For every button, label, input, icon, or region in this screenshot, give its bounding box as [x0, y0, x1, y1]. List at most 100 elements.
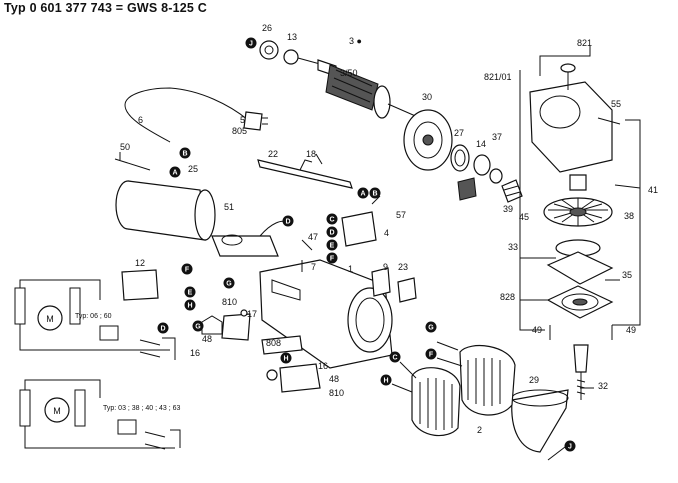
marker-J-top: J — [245, 37, 257, 49]
svg-text:F: F — [185, 267, 190, 274]
brush-holder-4 — [341, 211, 377, 247]
armature — [259, 40, 421, 119]
connection-markers: J A B B A D C D E F F G E H D G H G F C … — [157, 37, 576, 452]
bearing-plate-30 — [403, 109, 453, 171]
label-29: 29 — [529, 375, 539, 385]
label-18: 18 — [306, 149, 316, 159]
svg-text:F: F — [330, 256, 335, 263]
label-2: 2 — [477, 425, 482, 435]
label-55: 55 — [611, 99, 621, 109]
label-828: 828 — [500, 292, 515, 302]
marker-E-mid: E — [326, 239, 338, 251]
svg-text:A: A — [360, 191, 365, 198]
label-47: 47 — [308, 232, 318, 242]
svg-text:D: D — [160, 326, 165, 333]
label-808: 808 — [266, 338, 281, 348]
rings-27-14 — [450, 144, 503, 201]
marker-A-left: A — [169, 166, 181, 178]
bevel-gear-38 — [543, 197, 613, 227]
pinion-39 — [501, 179, 523, 203]
label-6: 6 — [138, 115, 143, 125]
wiring-schematic-2: M Typ: 03 ; 38 ; 40 ; 43 ; 63 — [19, 379, 181, 450]
marker-H-bottom: H — [280, 352, 292, 364]
switch-51 — [211, 220, 287, 257]
label-3: 3 ● — [349, 36, 362, 46]
marker-A-mid: A — [357, 187, 369, 199]
wiring-schematic-1: M Typ: 06 ; 60 — [14, 279, 176, 360]
svg-text:G: G — [195, 324, 201, 331]
small-parts — [119, 152, 381, 393]
bearing-flange-828 — [546, 239, 614, 340]
svg-text:D: D — [285, 219, 290, 226]
marker-B-left: B — [179, 147, 191, 159]
label-48-left: 48 — [202, 334, 212, 344]
marker-G-left: G — [223, 277, 235, 289]
marker-G-bottom: G — [192, 320, 204, 332]
label-50: 50 — [120, 142, 130, 152]
label-16-left: 16 — [190, 348, 200, 358]
marker-F-right: F — [425, 348, 437, 360]
field-coil-2 — [411, 344, 516, 437]
svg-text:E: E — [330, 243, 335, 250]
svg-text:B: B — [182, 151, 187, 158]
label-49-right: 49 — [626, 325, 636, 335]
label-4: 4 — [384, 228, 389, 238]
label-35: 35 — [622, 270, 632, 280]
label-805: 805 — [232, 126, 247, 136]
label-3-50: 3/50 — [340, 68, 358, 78]
label-821: 821 — [577, 38, 592, 48]
label-48-right: 48 — [329, 374, 339, 384]
label-45: 45 — [519, 212, 529, 222]
svg-text:J: J — [568, 444, 572, 451]
label-5: 5 — [240, 115, 245, 125]
label-49-left: 49 — [532, 325, 542, 335]
label-26: 26 — [262, 23, 272, 33]
svg-text:G: G — [428, 325, 434, 332]
typ-label-1: Typ: 06 ; 60 — [75, 313, 112, 320]
switch-slider-22 — [257, 159, 353, 189]
spindle-32 — [573, 344, 589, 400]
label-30: 30 — [422, 92, 432, 102]
svg-text:J: J — [249, 41, 253, 48]
label-14: 14 — [476, 139, 486, 149]
guard-29 — [511, 389, 569, 453]
label-25: 25 — [188, 164, 198, 174]
clip-9-23 — [371, 267, 417, 303]
motor-housing — [115, 180, 216, 241]
svg-text:F: F — [429, 352, 434, 359]
label-13: 13 — [287, 32, 297, 42]
svg-text:H: H — [383, 378, 388, 385]
label-41: 41 — [648, 185, 658, 195]
marker-D-left: D — [157, 322, 169, 334]
part-number-labels: 26 13 3 ● 3/50 5 805 6 50 25 18 22 30 27… — [120, 23, 658, 435]
label-16-right: 16 — [318, 361, 328, 371]
label-810-top: 810 — [222, 297, 237, 307]
label-7: 7 — [311, 262, 316, 272]
motor-symbol-1: M — [46, 314, 54, 324]
svg-text:H: H — [283, 356, 288, 363]
label-22: 22 — [268, 149, 278, 159]
marker-E-left: E — [184, 286, 196, 298]
marker-C-right: C — [389, 351, 401, 363]
label-51: 51 — [224, 202, 234, 212]
label-32: 32 — [598, 381, 608, 391]
svg-text:C: C — [392, 355, 397, 362]
typ-label-2: Typ: 03 ; 38 ; 40 ; 43 ; 63 — [103, 405, 181, 412]
label-821-01: 821/01 — [484, 72, 512, 82]
svg-text:A: A — [172, 170, 177, 177]
marker-H-left: H — [184, 299, 196, 311]
svg-text:G: G — [226, 281, 232, 288]
label-27: 27 — [454, 128, 464, 138]
gear-housing-821 — [529, 63, 621, 191]
svg-text:D: D — [329, 230, 334, 237]
label-12: 12 — [135, 258, 145, 268]
marker-F-mid: F — [326, 252, 338, 264]
power-cable — [124, 87, 268, 143]
marker-J-bottom: J — [564, 440, 576, 452]
marker-C-mid: C — [326, 213, 338, 225]
leader-lines — [114, 46, 641, 461]
marker-F-left: F — [181, 263, 193, 275]
label-38: 38 — [624, 211, 634, 221]
label-9: 9 — [383, 262, 388, 272]
